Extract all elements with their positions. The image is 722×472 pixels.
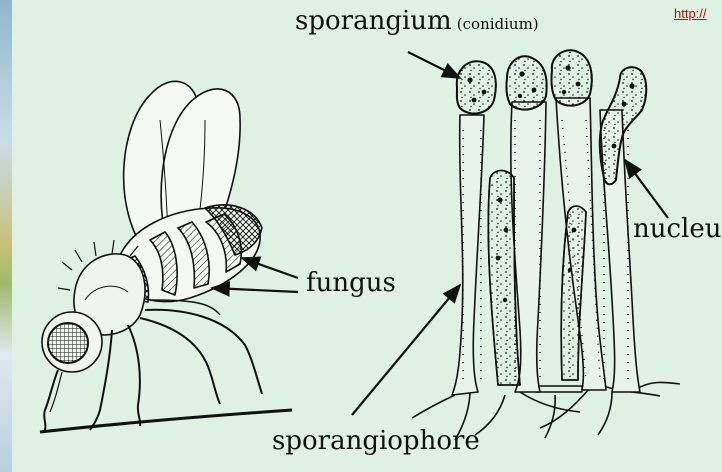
fungus-label: fungus (306, 270, 396, 296)
fly-leg (140, 318, 220, 404)
sporangium-label: sporangium (conidium) (295, 8, 539, 34)
conidium-text: (conidium) (457, 15, 539, 33)
nucleus-label: nucleus (633, 216, 722, 242)
arrow-fungus-1 (242, 258, 298, 278)
sporangiophore-label: sporangiophore (272, 428, 480, 454)
fly-eye (48, 323, 88, 363)
source-link[interactable]: http:// (674, 6, 707, 21)
fungus-illustration (412, 50, 680, 440)
ground-line (40, 410, 292, 432)
fly-leg (145, 310, 262, 394)
sporangium-text: sporangium (295, 6, 452, 36)
fly-illustration (40, 81, 292, 432)
sporangiophore-stalk (452, 115, 484, 395)
arrow-sporangiophore (352, 285, 460, 415)
arrow-fungus-2 (212, 288, 298, 292)
arrow-nucleus (625, 160, 668, 218)
arrow-sporangium (408, 52, 460, 78)
fly-leg (128, 325, 140, 426)
